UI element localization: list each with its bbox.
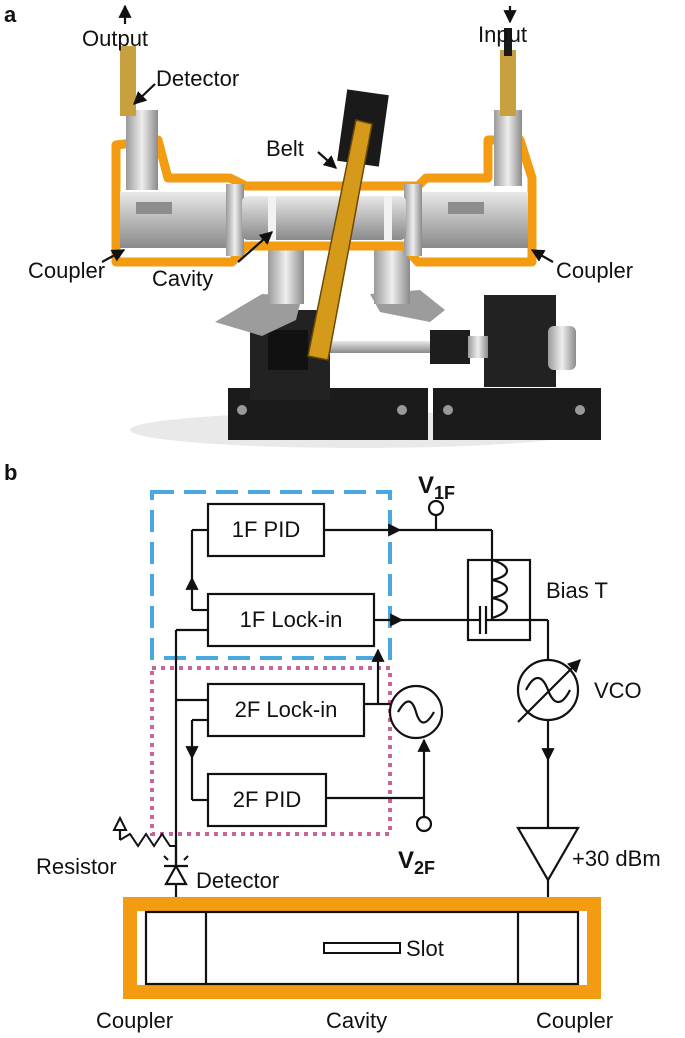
amplifier-icon: [516, 826, 580, 883]
v2f-label: V2F: [398, 847, 435, 878]
cavity-outline-orange: [123, 897, 601, 999]
v1f-main: V: [418, 472, 434, 499]
cavity-tube: [242, 196, 406, 240]
bias-t-label: Bias T: [546, 578, 608, 603]
v2f-sub: 2F: [414, 858, 435, 878]
panel-b: b 1F PID 1F Lock-in 2F Lock-in 2F PID: [4, 460, 661, 1033]
slot-icon: [323, 942, 401, 954]
detector-label: Detector: [196, 868, 279, 893]
block-1f-pid: [206, 502, 326, 558]
region-2f-dotted: [150, 666, 392, 836]
label-detector-photo: Detector: [156, 66, 239, 91]
bias-t: [466, 530, 550, 660]
v2f-terminal: [415, 815, 433, 833]
label-cavity-photo: Cavity: [152, 266, 213, 291]
panel-a-letter: a: [4, 2, 17, 27]
label-output: Output: [82, 26, 148, 51]
panel-a: a: [4, 2, 633, 455]
panel-b-letter: b: [4, 460, 17, 485]
block-2f-pid: [206, 772, 328, 828]
coupler-left-block: [120, 192, 230, 248]
label-input: Input: [478, 22, 527, 47]
amplifier-label: +30 dBm: [572, 846, 661, 871]
oscillator-icon: [388, 684, 444, 740]
bottom-label-coupler-left: Coupler: [96, 1008, 173, 1033]
coupler-right-block: [420, 192, 528, 248]
photo-apparatus: [95, 28, 615, 455]
v1f-sub: 1F: [434, 483, 455, 503]
detector-diode-icon: [163, 855, 189, 886]
label-belt: Belt: [266, 136, 304, 161]
block-1f-lockin-label: 1F Lock-in: [240, 607, 343, 632]
block-2f-lockin-label: 2F Lock-in: [235, 697, 338, 722]
block-2f-pid-label: 2F PID: [233, 787, 301, 812]
bottom-label-cavity: Cavity: [326, 1008, 387, 1033]
block-1f-lockin: [206, 592, 376, 648]
block-2f-lockin: [206, 682, 366, 738]
v1f-label: V1F: [418, 472, 455, 503]
slot-label: Slot: [406, 936, 444, 961]
callouts: [101, 4, 554, 263]
resistor-icon: [112, 815, 176, 848]
wiring: [174, 499, 492, 912]
label-coupler-left-photo: Coupler: [28, 258, 105, 283]
label-coupler-right-photo: Coupler: [556, 258, 633, 283]
resistor-label: Resistor: [36, 854, 117, 879]
vco-icon: [516, 658, 581, 723]
v1f-terminal: [427, 499, 445, 517]
belt: [307, 89, 389, 361]
base-stand-right: [433, 295, 601, 440]
bottom-label-coupler-right: Coupler: [536, 1008, 613, 1033]
block-1f-pid-label: 1F PID: [232, 517, 300, 542]
v2f-main: V: [398, 847, 414, 874]
region-1f-dashed: [150, 490, 392, 660]
vco-label: VCO: [594, 678, 642, 703]
